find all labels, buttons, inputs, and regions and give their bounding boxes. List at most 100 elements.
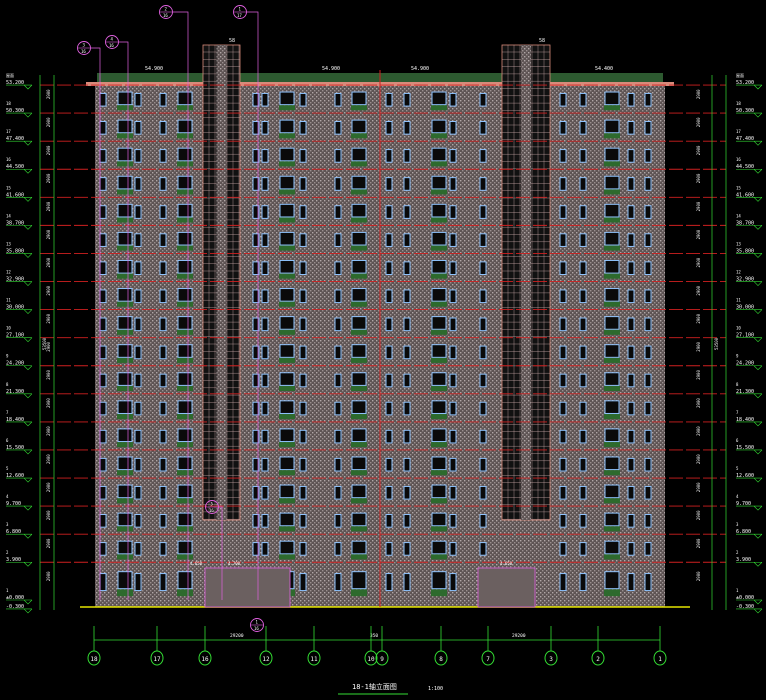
window [431, 512, 447, 527]
grid-axis-label: 7 [486, 656, 490, 663]
floor-dimension: 2900 [696, 313, 701, 323]
floor-dimension: 2900 [46, 426, 51, 436]
balcony [351, 414, 367, 420]
window [385, 542, 393, 556]
window [134, 177, 142, 191]
window [177, 456, 193, 471]
window [279, 147, 295, 162]
window [644, 149, 652, 163]
elevation-triangle [753, 337, 763, 343]
elevation-triangle [23, 225, 33, 230]
window [385, 514, 393, 528]
elevation-label-right: 12.600 [736, 473, 754, 479]
window [261, 121, 269, 135]
window [559, 261, 567, 276]
window [579, 317, 587, 332]
floor-dimension: 2900 [696, 398, 701, 408]
grid-axis-bubble [198, 650, 212, 666]
window [252, 177, 260, 191]
window [134, 233, 142, 247]
window [351, 344, 367, 358]
window [579, 485, 587, 500]
window [177, 344, 193, 358]
window [134, 573, 142, 592]
window [644, 573, 652, 592]
elevation-label-left: -0.300 [6, 604, 24, 610]
window [279, 288, 295, 302]
floor-number-right: 16 [736, 157, 741, 162]
elevation-label-right: 44.500 [736, 164, 754, 170]
balcony [431, 217, 447, 223]
window [261, 233, 269, 247]
floor-number-right: 8 [736, 382, 739, 387]
floor-number-right: 18 [736, 101, 741, 106]
elevation-label-left: 35.800 [6, 248, 24, 254]
window [159, 373, 167, 388]
window [479, 317, 487, 332]
floor-dimension: 2900 [696, 510, 701, 520]
balcony [604, 385, 620, 392]
window [99, 401, 107, 416]
canopy-level: 4.700 [228, 561, 241, 566]
window [334, 345, 342, 360]
window [604, 288, 620, 302]
window [351, 231, 367, 246]
balcony [604, 442, 620, 448]
window [117, 231, 133, 246]
elevation-label-left: 41.600 [6, 192, 24, 198]
elevation-label-left: 32.900 [6, 277, 24, 283]
window [579, 514, 587, 528]
floor-dimension: 2900 [696, 145, 701, 155]
elevation-triangle [753, 421, 763, 427]
window [579, 289, 587, 304]
callout-number: 4 [111, 37, 114, 42]
floor-dimension: 2900 [696, 257, 701, 267]
window [644, 429, 652, 444]
elevation-label-right: 50.300 [736, 108, 754, 114]
floor-number-right: 14 [736, 213, 741, 218]
floor-number-right: 13 [736, 241, 741, 246]
callout-leader [90, 47, 101, 600]
window [177, 400, 193, 414]
window [559, 542, 567, 556]
balcony [279, 329, 295, 335]
balcony [117, 589, 133, 597]
floor-number-right: 5 [736, 466, 739, 471]
balcony [431, 526, 447, 532]
window [479, 345, 487, 360]
window [177, 259, 193, 274]
window [479, 542, 487, 556]
floor-dimension: 2900 [46, 454, 51, 464]
balcony [431, 133, 447, 139]
balcony [431, 357, 447, 363]
window [559, 205, 567, 219]
window [604, 428, 620, 443]
window [385, 289, 393, 304]
grid-axis-label: 11 [310, 656, 318, 663]
window [431, 428, 447, 443]
balcony [431, 470, 447, 476]
window [99, 177, 107, 191]
window [117, 484, 133, 499]
window [159, 177, 167, 191]
window [579, 345, 587, 360]
window [627, 233, 635, 247]
balcony [279, 133, 295, 139]
floor-number-left: 3 [6, 522, 9, 527]
window [299, 177, 307, 191]
window [559, 177, 567, 191]
balcony [177, 414, 193, 420]
window [559, 317, 567, 332]
balcony [117, 385, 133, 392]
floor-number-left: 11 [6, 298, 11, 303]
window [431, 175, 447, 190]
window [299, 92, 307, 107]
floor-number-left: 屋面 [6, 72, 14, 78]
window [559, 289, 567, 304]
floor-number-right: 11 [736, 298, 741, 303]
floor-dimension: 2900 [696, 370, 701, 380]
floor-number-left: 10 [6, 326, 11, 331]
elevation-triangle [23, 281, 33, 286]
balcony [351, 217, 367, 223]
